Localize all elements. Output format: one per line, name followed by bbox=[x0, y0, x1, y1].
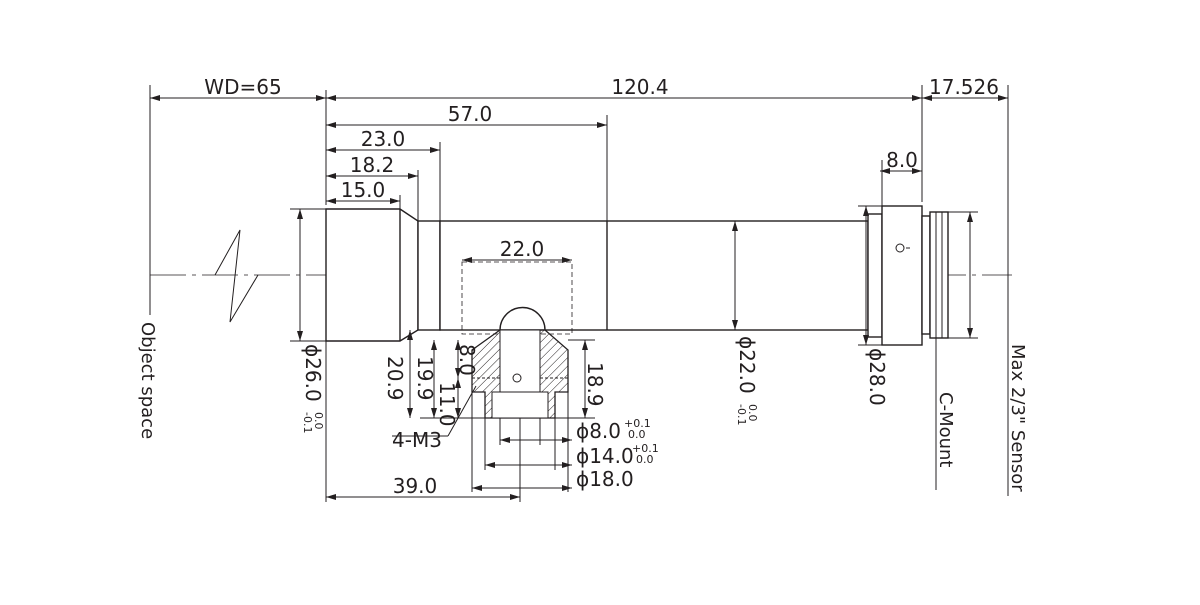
iris-mark-icon bbox=[895, 243, 905, 253]
adaptor-hole-icon bbox=[512, 373, 522, 383]
dim-23: 23.0 bbox=[361, 127, 406, 151]
dim-dia-22-tol-upper: 0.0 bbox=[746, 404, 759, 422]
dim-11: 11.0 bbox=[435, 382, 459, 427]
adaptor-dome bbox=[499, 306, 546, 331]
dim-back-focus: 17.526 bbox=[929, 75, 999, 99]
c-mount-end bbox=[929, 211, 949, 339]
label-c-mount: C-Mount bbox=[935, 392, 956, 467]
dim-dia-18: ϕ18.0 bbox=[576, 467, 634, 491]
dim-57: 57.0 bbox=[448, 102, 493, 126]
dim-overall: 120.4 bbox=[611, 75, 668, 99]
adaptor-bore bbox=[499, 329, 541, 393]
dim-18-9: 18.9 bbox=[583, 362, 607, 407]
break-symbol bbox=[214, 229, 259, 323]
c-mount-thread bbox=[921, 215, 931, 335]
dim-dia-14-tol-upper: +0.1 bbox=[632, 442, 659, 455]
dim-dia-26: ϕ26.0 bbox=[301, 344, 325, 402]
dim-dia-22: ϕ22.0 bbox=[735, 336, 759, 394]
dim-wd: WD=65 bbox=[204, 75, 281, 99]
dim-8-mount: 8.0 bbox=[886, 148, 918, 172]
dim-dia-8-tol-upper: +0.1 bbox=[624, 417, 651, 430]
label-sensor: Max 2/3" Sensor bbox=[1007, 344, 1028, 492]
flange bbox=[867, 213, 883, 338]
dim-dia-14: ϕ14.0 bbox=[576, 444, 634, 468]
dim-dia-8-tol-lower: 0.0 bbox=[628, 428, 646, 441]
dim-19-9: 19.9 bbox=[413, 356, 437, 401]
dim-dia-8: ϕ8.0 bbox=[576, 419, 621, 443]
dim-8-height: 8.0 bbox=[455, 344, 479, 376]
adaptor-counterbore bbox=[491, 391, 549, 419]
dim-dia-14-tol-lower: 0.0 bbox=[636, 453, 654, 466]
label-object-space: Object space bbox=[137, 322, 158, 439]
dim-18-2: 18.2 bbox=[350, 153, 395, 177]
dim-22: 22.0 bbox=[500, 237, 545, 261]
dim-15: 15.0 bbox=[341, 178, 386, 202]
dim-dia-28: ϕ28.0 bbox=[865, 348, 889, 406]
dim-39: 39.0 bbox=[393, 474, 438, 498]
front-ring bbox=[417, 220, 441, 331]
dim-20-9: 20.9 bbox=[383, 356, 407, 401]
dim-dia-22-tol-lower: -0.1 bbox=[735, 404, 748, 425]
c-mount-body bbox=[881, 205, 923, 346]
main-tube bbox=[439, 220, 869, 331]
dim-thread: 4-M3 bbox=[392, 428, 442, 452]
dim-dia-26-tol-upper: 0.0 bbox=[312, 412, 325, 430]
front-barrel bbox=[325, 208, 419, 342]
dim-dia-26-tol-lower: -0.1 bbox=[301, 412, 314, 433]
